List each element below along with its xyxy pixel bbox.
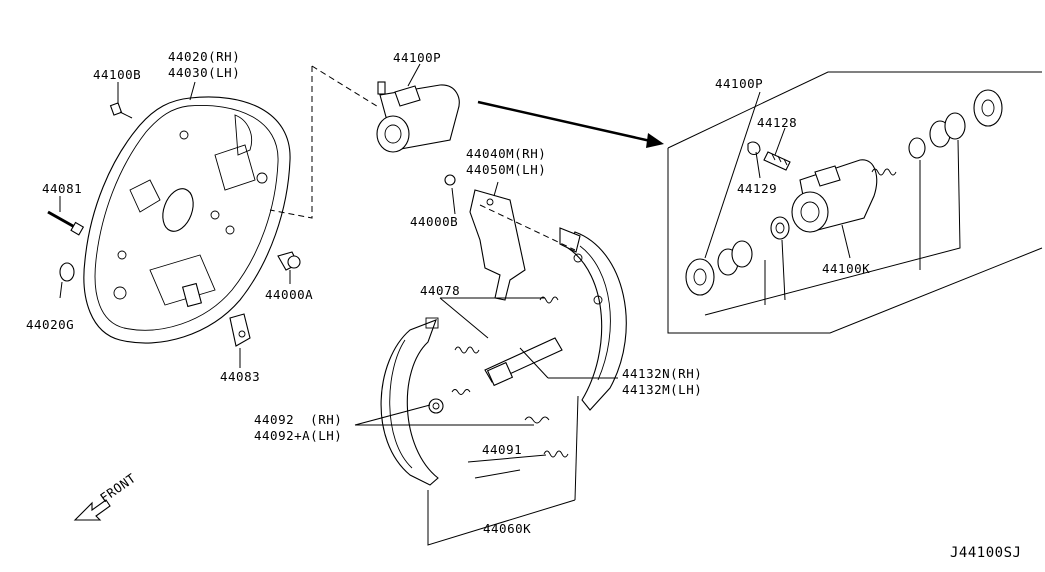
diagram-code: J44100SJ xyxy=(950,545,1021,561)
cylinder-body-44100K xyxy=(791,159,878,233)
cap-44129 xyxy=(747,141,761,156)
adjuster-44083 xyxy=(229,313,251,347)
boot-right xyxy=(973,89,1003,127)
label-44100P-top: 44100P xyxy=(393,50,441,65)
label-44129: 44129 xyxy=(737,181,777,196)
spring-44078 xyxy=(454,296,559,354)
nut-44000A xyxy=(277,251,301,271)
spring-44092 xyxy=(451,389,550,424)
label-44083: 44083 xyxy=(220,369,260,384)
label-44092-rh: 44092 (RH) xyxy=(254,412,342,427)
leader-lines xyxy=(59,63,961,546)
label-44081: 44081 xyxy=(42,181,82,196)
label-44091: 44091 xyxy=(482,442,522,457)
bolt-44100B xyxy=(109,102,133,119)
label-front: FRONT xyxy=(97,470,138,505)
label-44020G: 44020G xyxy=(26,317,74,332)
label-44128: 44128 xyxy=(757,115,797,130)
brake-shoe-left xyxy=(380,317,439,486)
piston-left xyxy=(717,240,753,276)
adjuster-strut-44132 xyxy=(428,337,563,414)
spring-cyl xyxy=(871,168,897,176)
label-44078: 44078 xyxy=(420,283,460,298)
label-44132M-lh: 44132M(LH) xyxy=(622,382,702,397)
piston-right xyxy=(929,112,966,148)
label-44020-rh: 44020(RH) xyxy=(168,49,240,64)
front-arrow xyxy=(73,499,111,521)
label-44100K: 44100K xyxy=(822,261,870,276)
plug-44020G xyxy=(59,262,75,282)
label-44100B: 44100B xyxy=(93,67,141,82)
boot-left xyxy=(685,258,715,296)
label-44100P-box: 44100P xyxy=(715,76,763,91)
label-44030-lh: 44030(LH) xyxy=(168,65,240,80)
exploded-view-box xyxy=(667,71,1043,334)
label-44060K: 44060K xyxy=(483,521,531,536)
label-44040M-rh: 44040M(RH) xyxy=(466,146,546,161)
cup-left xyxy=(770,216,790,240)
parking-lever-44040M xyxy=(444,174,526,301)
label-44050M-lh: 44050M(LH) xyxy=(466,162,546,177)
backing-plate xyxy=(83,96,291,344)
brake-shoe-right xyxy=(559,227,627,411)
cup-right xyxy=(908,137,926,159)
wheel-cylinder-44100P xyxy=(376,81,460,153)
bleeder-44128 xyxy=(763,151,791,171)
label-44132N-rh: 44132N(RH) xyxy=(622,366,702,381)
label-44000A: 44000A xyxy=(265,287,313,302)
bolt-44081 xyxy=(47,210,85,236)
label-44000B: 44000B xyxy=(410,214,458,229)
label-44092A-lh: 44092+A(LH) xyxy=(254,428,342,443)
spring-44091 xyxy=(474,450,569,479)
